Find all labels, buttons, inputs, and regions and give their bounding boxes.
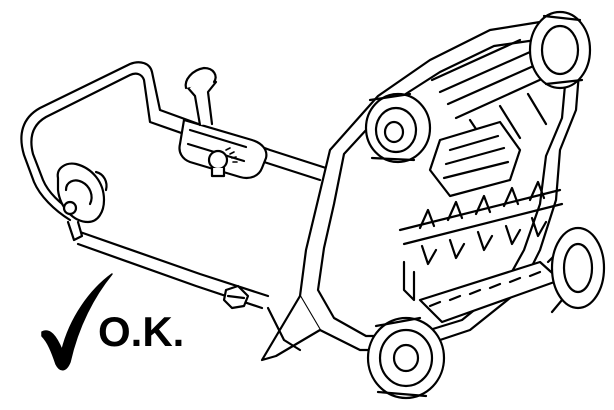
- wheel-top-right: [528, 10, 592, 90]
- mower-deck: [260, 20, 582, 362]
- control-box: [178, 66, 268, 180]
- ok-caption: O.K.: [98, 308, 185, 355]
- wheel-upper-left: [364, 92, 432, 164]
- wheel-lower-left: [366, 316, 446, 400]
- switch-housing: [56, 162, 108, 242]
- cable-clamp: [222, 284, 250, 310]
- check-icon: [41, 273, 113, 371]
- wheel-lower-right: [550, 226, 606, 310]
